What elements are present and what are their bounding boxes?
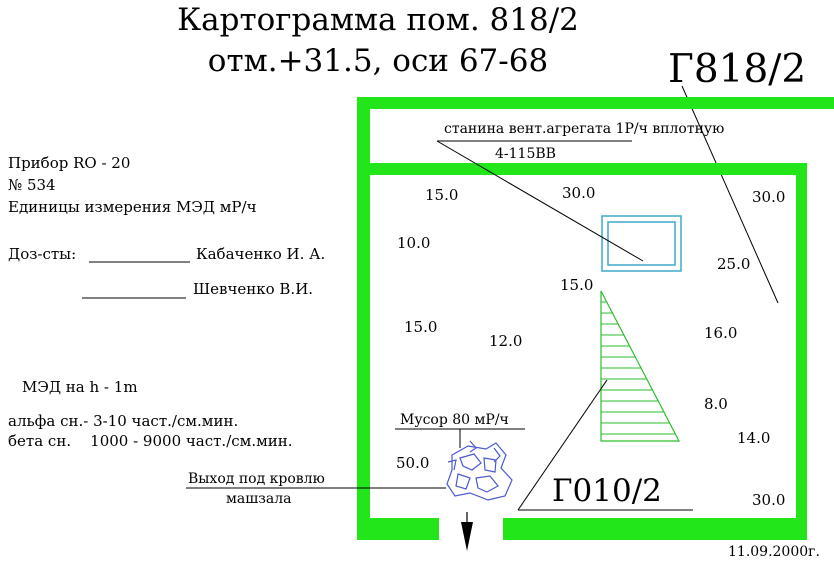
fan-unit-outer [601,215,682,272]
fan-unit-leader [436,140,644,262]
wall-left [357,97,370,540]
exit-note-line-1: Выход под кровлю [188,471,325,487]
hatched-zone [600,290,680,442]
fan-unit-base [601,215,682,272]
instrument-number: № 534 [8,176,56,194]
reading-label: 30.0 [752,491,785,509]
reading-label: 30.0 [752,188,785,206]
title-line-1: Картограмма пом. 818/2 [177,2,579,38]
instrument-model: Прибор RO - 20 [8,154,130,172]
reading-label: 16.0 [704,324,737,342]
reading-label: 15.0 [560,276,593,294]
reading-label: 12.0 [489,332,522,350]
hatched-zone-lines [601,301,676,435]
reading-label: 15.0 [425,186,458,204]
fan-unit-note-line-1: станина вент.агрегата 1Р/ч вплотную [444,121,724,137]
dosimetrist-2: Шевченко В.И. [193,280,313,298]
sub-room-leader [517,379,608,511]
room-label-leader [681,85,779,304]
title-line-2: отм.+31.5, оси 67-68 [208,43,548,79]
reading-label: 8.0 [704,395,728,413]
survey-date: 11.09.2000г. [728,544,820,560]
beta-note: бета сн. 1000 - 9000 част./см.мин. [8,432,293,450]
dose-readings: 15.0 30.0 30.0 10.0 25.0 15.0 15.0 12.0 … [396,184,785,509]
fan-unit-inner [607,221,676,266]
alpha-note: альфа сн.- 3-10 част./см.мин. [8,412,238,430]
room-label: Г818/2 [668,47,806,92]
room-walls [357,97,834,540]
debris-pile [446,440,513,501]
reading-label: 10.0 [397,234,430,252]
dosimetrists-label: Доз-сты: [8,245,76,263]
wall-partition [357,163,807,175]
reading-label: 14.0 [737,429,770,447]
instrument-units: Единицы измерения МЭД мР/ч [8,198,257,216]
reading-label: 50.0 [396,454,429,472]
fan-unit-note-line-2: 4-115ВВ [495,146,556,162]
wall-bottom-left [357,518,439,540]
hatched-zone-outline [600,290,680,442]
debris-note: Мусор 80 мР/ч [400,412,509,428]
reading-label: 15.0 [404,318,437,336]
wall-top [357,97,834,109]
height-note: МЭД на h - 1m [22,378,138,396]
reading-label: 25.0 [717,255,750,273]
reading-label: 30.0 [562,184,595,202]
dosimetrist-1: Кабаченко И. А. [196,245,325,263]
sub-room-label: Г010/2 [552,473,662,509]
wall-bottom-right [503,518,807,540]
wall-right [796,163,807,540]
exit-arrow-head [461,522,473,551]
exit-note-line-2: машзала [226,491,291,507]
